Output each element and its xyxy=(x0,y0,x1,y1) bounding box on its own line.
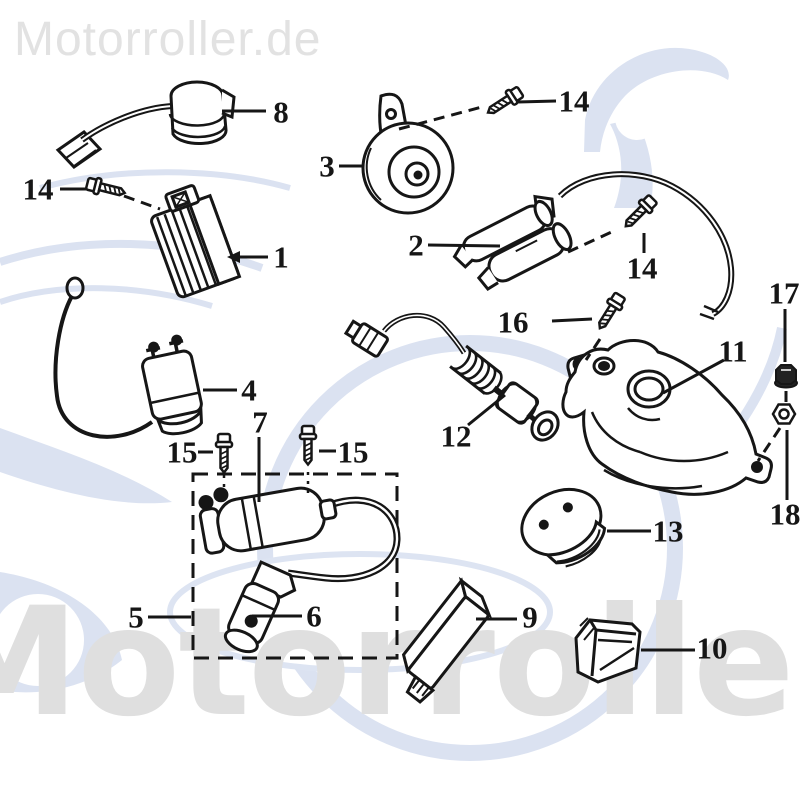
part-15-screw xyxy=(214,432,234,474)
callout-16: 16 xyxy=(497,304,529,340)
part-10-rubber-boot xyxy=(574,617,642,684)
callout-15: 15 xyxy=(166,434,198,470)
part-16-screw xyxy=(591,290,629,334)
callout-14: 14 xyxy=(626,250,658,286)
part-8-flasher-relay xyxy=(55,80,236,169)
callout-11: 11 xyxy=(718,333,748,369)
callout-lines xyxy=(60,99,789,652)
part-17-flange-nut xyxy=(774,364,798,389)
callout-2: 2 xyxy=(408,227,424,263)
part-9-cdi-unit xyxy=(401,576,493,704)
callout-12: 12 xyxy=(440,418,472,454)
part-14-screw xyxy=(84,174,128,202)
part-13-cap xyxy=(520,487,607,568)
callout-5: 5 xyxy=(128,599,144,635)
callout-13: 13 xyxy=(652,513,684,549)
callout-1: 1 xyxy=(273,239,289,275)
part-1-rectifier xyxy=(150,184,242,299)
part-4-relay xyxy=(53,276,203,439)
callout-4: 4 xyxy=(241,372,257,408)
part-5-group-box xyxy=(191,472,399,660)
callout-10: 10 xyxy=(696,630,728,666)
callout-15: 15 xyxy=(337,434,369,470)
callout-6: 6 xyxy=(306,598,322,634)
callout-7: 7 xyxy=(252,404,268,440)
callout-dashed-lines xyxy=(123,105,788,462)
part-7-ignition-coil xyxy=(198,486,401,583)
callout-3: 3 xyxy=(319,148,335,184)
part-12-cable-assembly xyxy=(343,312,560,442)
callout-14: 14 xyxy=(22,171,54,207)
callout-18: 18 xyxy=(769,496,800,532)
part-15-screw xyxy=(298,424,318,466)
callout-17: 17 xyxy=(768,275,800,311)
part-11-reservoir-tank xyxy=(561,339,773,496)
screw-dotted-lines xyxy=(222,472,310,497)
part-6-spark-plug-cap xyxy=(223,560,297,654)
part-18-nut xyxy=(771,403,797,425)
watermark-text-top: Motorroller.de xyxy=(14,13,322,66)
callout-8: 8 xyxy=(273,94,289,130)
part-14-screw xyxy=(618,192,660,234)
part-3-horn xyxy=(361,92,455,215)
callout-9: 9 xyxy=(522,599,538,635)
watermark-text-bottom: Motorroller xyxy=(0,576,800,750)
callout-14: 14 xyxy=(558,83,590,119)
part-2-switch-assembly xyxy=(452,171,735,321)
arrowhead xyxy=(227,251,240,263)
